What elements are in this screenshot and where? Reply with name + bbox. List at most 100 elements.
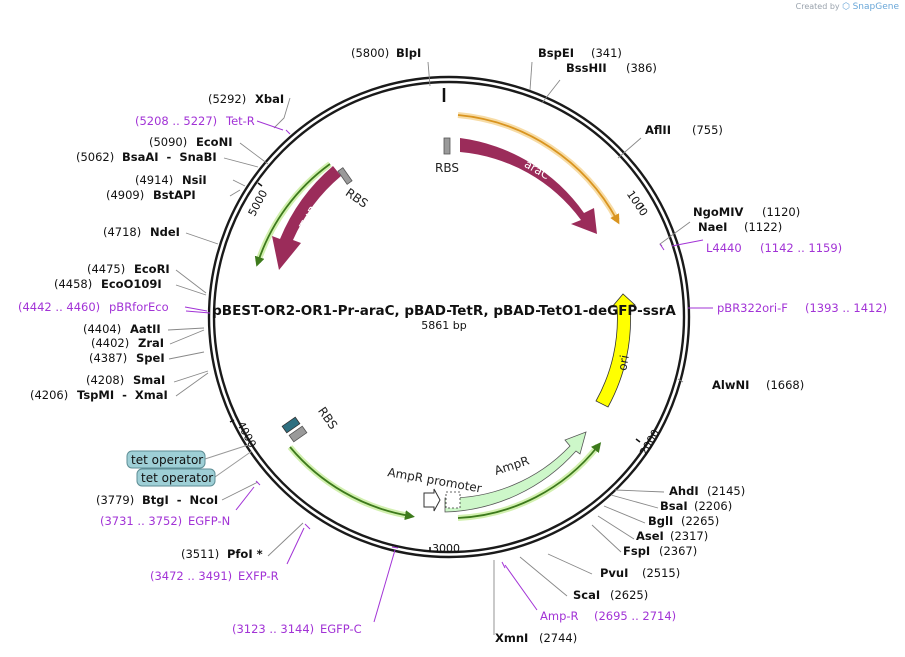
site-BlpI[interactable]: (5800) BlpI — [351, 46, 421, 60]
svg-text:TspMI - XmaI: TspMI - XmaI — [77, 388, 168, 402]
svg-text:(1120): (1120) — [762, 205, 800, 219]
site-AatII[interactable]: (4404) AatII — [83, 322, 161, 336]
primer-pBRforEco[interactable]: (4442 .. 4460) pBRforEco — [18, 300, 169, 314]
svg-text:L4440: L4440 — [706, 241, 742, 255]
rbs-label: RBS — [343, 185, 371, 210]
site-NsiI[interactable]: (4914) NsiI — [135, 173, 207, 187]
primer-pBR322ori-F[interactable]: pBR322ori-F (1393 .. 1412) — [717, 301, 887, 315]
tet-operator-label: tet operator — [131, 453, 203, 467]
svg-text:(3123 .. 3144): (3123 .. 3144) — [232, 622, 314, 636]
site-BssHII[interactable]: BssHII (386) — [566, 61, 657, 75]
svg-text:(4914): (4914) — [135, 173, 173, 187]
svg-text:(341): (341) — [591, 46, 622, 60]
svg-text:PvuI: PvuI — [600, 566, 628, 580]
primer-EGFP-N[interactable]: (3731 .. 3752) EGFP-N — [100, 514, 230, 528]
plasmid-length: 5861 bp — [421, 319, 466, 332]
svg-text:(2265): (2265) — [681, 514, 719, 528]
svg-text:BsaI: BsaI — [660, 499, 688, 513]
svg-text:(2145): (2145) — [707, 484, 745, 498]
svg-text:BlpI: BlpI — [396, 46, 421, 60]
site-AseI[interactable]: AseI (2317) — [636, 529, 708, 543]
site-NaeI[interactable]: NaeI (1122) — [698, 220, 782, 234]
svg-text:(2695 .. 2714): (2695 .. 2714) — [594, 609, 676, 623]
site-BstAPI[interactable]: (4909) BstAPI — [106, 188, 196, 202]
svg-text:(5292): (5292) — [208, 92, 246, 106]
svg-text:(5208 .. 5227): (5208 .. 5227) — [135, 114, 217, 128]
site-PfoI[interactable]: (3511) PfoI * — [181, 547, 263, 561]
svg-text:BglI: BglI — [648, 514, 673, 528]
primer-Tet-R[interactable]: (5208 .. 5227) Tet-R — [135, 114, 255, 128]
site-EcoRI[interactable]: (4475) EcoRI — [87, 262, 170, 276]
feature-araC[interactable]: araC RBS — [435, 112, 620, 234]
rbs-lower-left: RBS — [281, 404, 340, 443]
svg-text:(2625): (2625) — [610, 588, 648, 602]
site-AlwNI[interactable]: AlwNI (1668) — [712, 378, 804, 392]
feature-AmpR[interactable]: AmpR promoter AmpR — [386, 431, 602, 521]
svg-text:BsaAI - SnaBI: BsaAI - SnaBI — [122, 150, 217, 164]
site-TspMI-XmaI[interactable]: (4206) TspMI - XmaI — [30, 388, 168, 402]
site-NgoMIV[interactable]: NgoMIV (1120) — [693, 205, 800, 219]
feature-ori[interactable]: ori — [595, 293, 637, 408]
site-AflII[interactable]: AflII (755) — [645, 123, 723, 137]
svg-text:(4458): (4458) — [54, 277, 92, 291]
primer-EGFP-C[interactable]: (3123 .. 3144) EGFP-C — [232, 622, 362, 636]
snapgene-logo-icon: ⬡ — [842, 2, 851, 12]
svg-text:(1393 .. 1412): (1393 .. 1412) — [805, 301, 887, 315]
site-ZraI[interactable]: (4402) ZraI — [91, 336, 164, 350]
svg-text:(2744): (2744) — [539, 631, 577, 645]
svg-text:AlwNI: AlwNI — [712, 378, 749, 392]
site-XbaI[interactable]: (5292) XbaI — [208, 92, 284, 106]
svg-text:AflII: AflII — [645, 123, 671, 137]
site-AhdI[interactable]: AhdI (2145) — [669, 484, 745, 498]
ori-label: ori — [615, 354, 631, 372]
site-SmaI[interactable]: (4208) SmaI — [86, 373, 165, 387]
svg-text:pBR322ori-F: pBR322ori-F — [717, 301, 788, 315]
site-XmnI[interactable]: XmnI (2744) — [495, 631, 577, 645]
tet-operator-label: tet operator — [141, 471, 213, 485]
site-PvuI[interactable]: PvuI (2515) — [600, 566, 680, 580]
svg-text:(2367): (2367) — [659, 544, 697, 558]
site-BtgI-NcoI[interactable]: (3779) BtgI - NcoI — [96, 493, 218, 507]
svg-text:BstAPI: BstAPI — [153, 188, 196, 202]
primer-L4440[interactable]: L4440 (1142 .. 1159) — [706, 241, 842, 255]
svg-text:(4442 .. 4460): (4442 .. 4460) — [18, 300, 100, 314]
svg-text:AatII: AatII — [130, 322, 161, 336]
svg-text:(3731 .. 3752): (3731 .. 3752) — [100, 514, 182, 528]
plasmid-title: pBEST-OR2-OR1-Pr-araC, pBAD-TetR, pBAD-T… — [212, 303, 676, 332]
site-FspI[interactable]: FspI (2367) — [623, 544, 697, 558]
primers: (5208 .. 5227) Tet-R L4440 (1142 .. 1159… — [18, 114, 887, 636]
site-SpeI[interactable]: (4387) SpeI — [89, 351, 165, 365]
svg-text:NgoMIV: NgoMIV — [693, 205, 743, 219]
restriction-sites: (5800) BlpI BspEI (341) BssHII (386) Afl… — [30, 46, 804, 645]
svg-text:(4718): (4718) — [103, 225, 141, 239]
site-BspEI[interactable]: BspEI (341) — [538, 46, 622, 60]
svg-text:(4387): (4387) — [89, 351, 127, 365]
site-NdeI[interactable]: (4718) NdeI — [103, 225, 180, 239]
svg-text:SmaI: SmaI — [133, 373, 165, 387]
site-EcoO109I[interactable]: (4458) EcoO109I — [54, 277, 162, 291]
svg-text:(4206): (4206) — [30, 388, 68, 402]
site-BglI[interactable]: BglI (2265) — [648, 514, 719, 528]
svg-text:BtgI - NcoI: BtgI - NcoI — [142, 493, 218, 507]
primer-Amp-R[interactable]: Amp-R (2695 .. 2714) — [540, 609, 676, 623]
svg-text:(4475): (4475) — [87, 262, 125, 276]
svg-text:(5090): (5090) — [149, 135, 187, 149]
svg-text:Amp-R: Amp-R — [540, 609, 579, 623]
svg-text:NdeI: NdeI — [150, 225, 180, 239]
svg-text:FspI: FspI — [623, 544, 650, 558]
site-ScaI[interactable]: ScaI (2625) — [573, 588, 648, 602]
svg-text:(3511): (3511) — [181, 547, 219, 561]
site-BsaAI-SnaBI[interactable]: (5062) BsaAI - SnaBI — [76, 150, 217, 164]
svg-text:(1668): (1668) — [766, 378, 804, 392]
site-EcoNI[interactable]: (5090) EcoNI — [149, 135, 232, 149]
snapgene-credit: Created by ⬡ SnapGene — [796, 2, 899, 12]
svg-text:BssHII: BssHII — [566, 61, 607, 75]
svg-text:ZraI: ZraI — [138, 336, 164, 350]
svg-text:EGFP-C: EGFP-C — [320, 622, 362, 636]
primer-EXFP-R[interactable]: (3472 .. 3491) EXFP-R — [150, 569, 279, 583]
site-BsaI[interactable]: BsaI (2206) — [660, 499, 732, 513]
svg-text:(4208): (4208) — [86, 373, 124, 387]
svg-text:EcoO109I: EcoO109I — [101, 277, 162, 291]
feature-TetR[interactable]: TetR RBS — [254, 161, 371, 270]
